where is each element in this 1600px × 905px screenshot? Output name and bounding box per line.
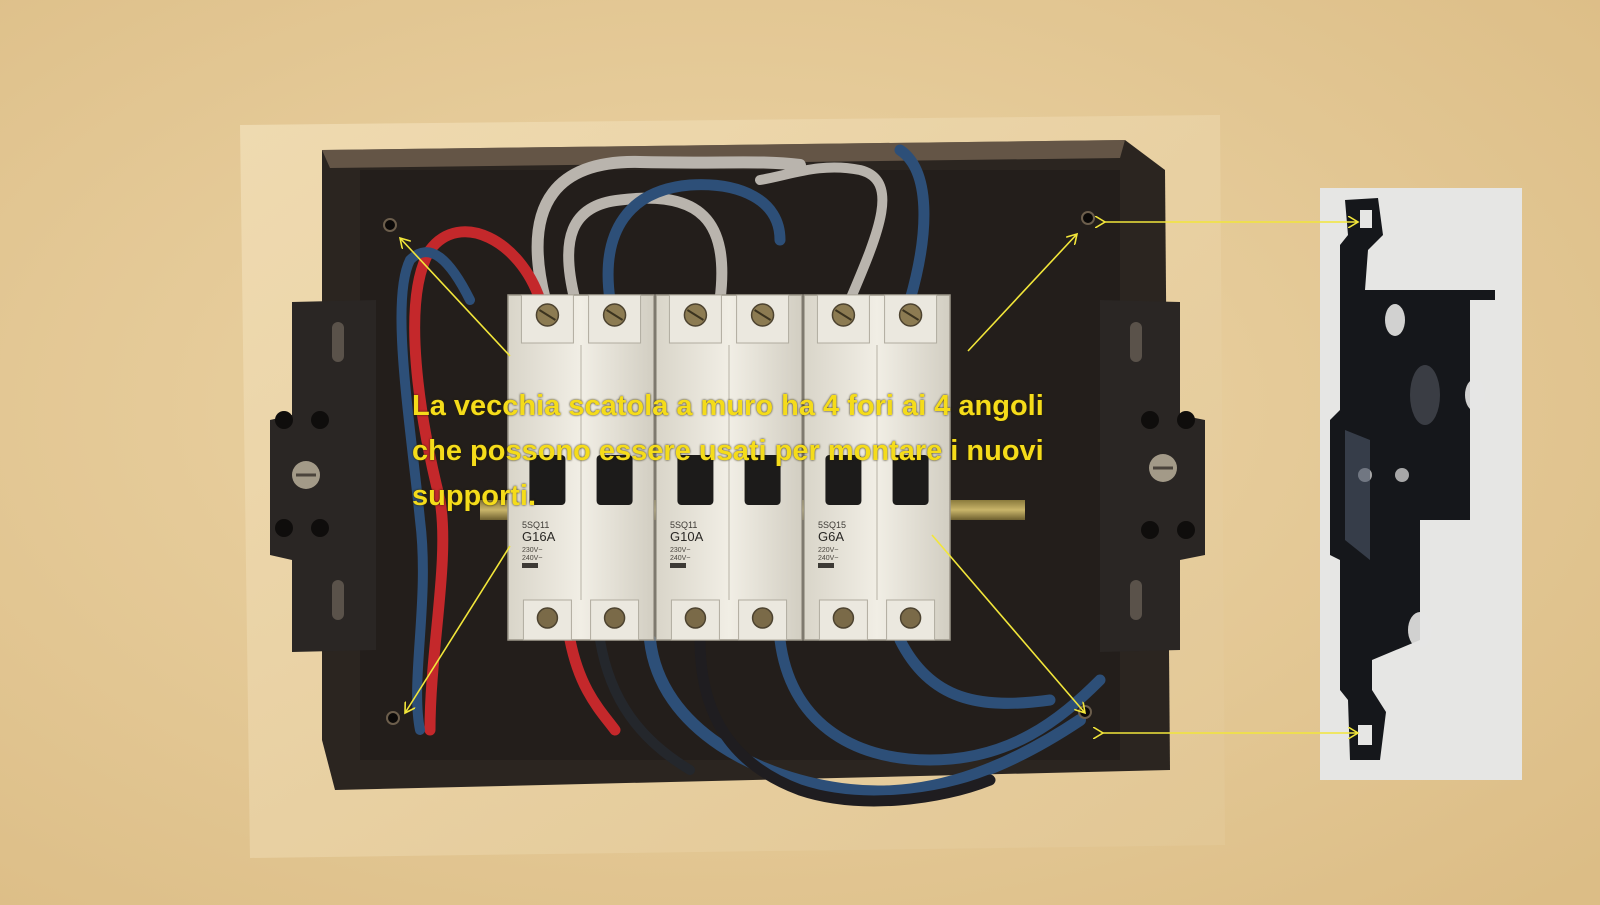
wires <box>396 144 1106 807</box>
terminal-screw <box>603 607 626 629</box>
breaker-toggle[interactable] <box>596 455 633 505</box>
breaker-model: 5SQ15 <box>818 520 846 530</box>
breaker-group: 5SQ11G16A230V~240V~5SQ11G10A230V~240V~5S… <box>507 294 951 641</box>
new-support-photo <box>1320 188 1522 780</box>
breaker-model: 5SQ11 <box>670 520 697 530</box>
terminal-screw <box>832 607 855 629</box>
breaker-voltage-2: 240V~ <box>670 555 690 562</box>
breaker-toggle[interactable] <box>825 455 862 505</box>
annotation-arrows <box>400 222 1358 733</box>
breaker-voltage-2: 240V~ <box>522 555 542 562</box>
arrow-top-right <box>967 234 1077 352</box>
corner-hole-top-left <box>383 218 397 232</box>
terminal-screw <box>899 607 922 629</box>
arrow-top-left <box>400 238 511 357</box>
breaker-rating: G16A <box>522 529 556 544</box>
breaker-model: 5SQ11 <box>522 520 549 530</box>
breaker-rating: G6A <box>818 529 844 544</box>
breaker-voltage-1: 230V~ <box>670 547 690 554</box>
caption-line-1: La vecchia scatola a muro ha 4 fori ai 4… <box>412 390 1044 422</box>
caption-line-3: supporti. <box>412 480 537 512</box>
arrow-bottom-left <box>405 545 511 713</box>
breaker-toggle[interactable] <box>529 455 566 505</box>
right-mounting-bracket <box>1100 300 1205 652</box>
left-mounting-bracket <box>270 300 376 652</box>
breaker-toggle[interactable] <box>677 455 714 505</box>
terminal-screw <box>684 607 707 629</box>
breaker-voltage-2: 240V~ <box>818 555 838 562</box>
breaker-voltage-1: 230V~ <box>522 547 542 554</box>
corner-hole-top-right <box>1081 211 1095 225</box>
support-bracket <box>1330 198 1495 760</box>
terminal-screw <box>536 607 559 629</box>
corner-hole-bottom-left <box>386 711 400 725</box>
arrow-bottom-right <box>931 534 1085 713</box>
breaker-toggle[interactable] <box>892 455 929 505</box>
breaker-voltage-1: 220V~ <box>818 547 838 554</box>
breaker-rating: G10A <box>670 529 704 544</box>
terminal-screw <box>751 607 774 629</box>
breaker-toggle[interactable] <box>744 455 781 505</box>
annotation-caption: La vecchia scatola a muro ha 4 fori ai 4… <box>412 384 1112 519</box>
caption-line-2: che possono essere usati per montare i n… <box>412 435 1044 467</box>
